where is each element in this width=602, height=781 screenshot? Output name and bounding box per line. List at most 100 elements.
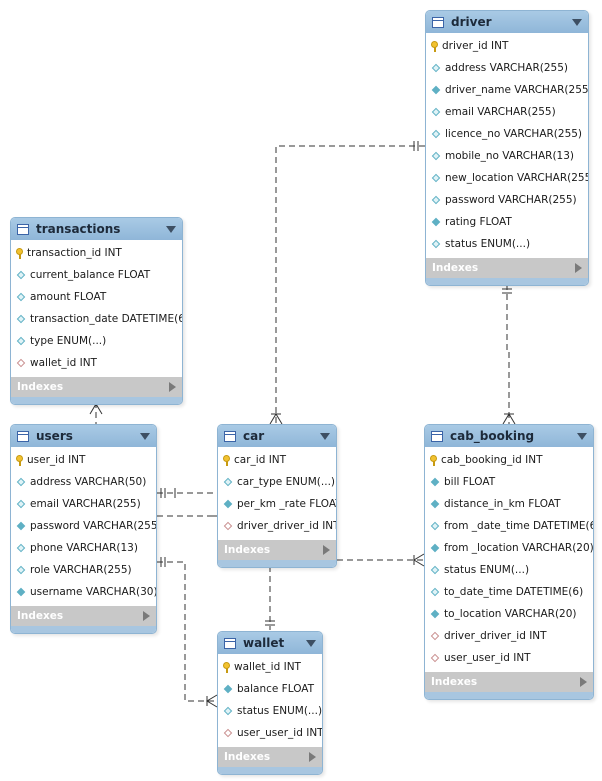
column-row[interactable]: from _location VARCHAR(20) (425, 537, 593, 559)
attribute-diamond-icon (431, 107, 441, 117)
expand-arrow-icon[interactable] (575, 263, 582, 273)
column-row[interactable]: transaction_date DATETIME(6) (11, 308, 182, 330)
indexes-bar[interactable]: Indexes (425, 672, 593, 692)
table-icon (17, 223, 29, 235)
table-header[interactable]: transactions (11, 218, 182, 240)
column-row[interactable]: distance_in_km FLOAT (425, 493, 593, 515)
column-row[interactable]: car_id INT (218, 449, 336, 471)
column-row[interactable]: address VARCHAR(255) (426, 57, 588, 79)
rel-driver-car (275, 145, 425, 424)
column-row[interactable]: user_id INT (11, 449, 156, 471)
column-text: email VARCHAR(255) (445, 106, 556, 118)
column-row[interactable]: status ENUM(...) (426, 233, 588, 255)
table-name: cab_booking (450, 429, 535, 443)
column-row[interactable]: new_location VARCHAR(255) (426, 167, 588, 189)
column-row[interactable]: car_type ENUM(...) (218, 471, 336, 493)
rel-users-wallet (157, 561, 217, 702)
column-row[interactable]: current_balance FLOAT (11, 264, 182, 286)
column-row[interactable]: licence_no VARCHAR(255) (426, 123, 588, 145)
column-row[interactable]: status ENUM(...) (218, 700, 322, 722)
collapse-arrow-icon[interactable] (572, 18, 582, 26)
table-car[interactable]: car car_id INT car_type ENUM(...) per_km _… (217, 424, 337, 568)
column-row[interactable]: email VARCHAR(255) (11, 493, 156, 515)
column-row[interactable]: to_location VARCHAR(20) (425, 603, 593, 625)
collapse-arrow-icon[interactable] (166, 225, 176, 233)
column-row[interactable]: cab_booking_id INT (425, 449, 593, 471)
primary-key-icon (16, 247, 23, 259)
column-row[interactable]: from _date_time DATETIME(6) (425, 515, 593, 537)
column-text: distance_in_km FLOAT (444, 498, 561, 510)
column-row[interactable]: type ENUM(...) (11, 330, 182, 352)
attribute-diamond-icon (430, 565, 440, 575)
table-icon (17, 430, 29, 442)
column-text: user_user_id INT (444, 652, 531, 664)
not-null-diamond-icon (431, 217, 441, 227)
collapse-arrow-icon[interactable] (577, 432, 587, 440)
column-row[interactable]: mobile_no VARCHAR(13) (426, 145, 588, 167)
column-row[interactable]: rating FLOAT (426, 211, 588, 233)
expand-arrow-icon[interactable] (323, 545, 330, 555)
indexes-label: Indexes (224, 751, 271, 763)
column-row[interactable]: amount FLOAT (11, 286, 182, 308)
indexes-label: Indexes (431, 676, 478, 688)
expand-arrow-icon[interactable] (580, 677, 587, 687)
indexes-bar[interactable]: Indexes (218, 540, 336, 560)
expand-arrow-icon[interactable] (309, 752, 316, 762)
column-row[interactable]: phone VARCHAR(13) (11, 537, 156, 559)
table-footer (218, 767, 322, 774)
indexes-bar[interactable]: Indexes (11, 606, 156, 626)
column-row[interactable]: to_date_time DATETIME(6) (425, 581, 593, 603)
collapse-arrow-icon[interactable] (320, 432, 330, 440)
column-row[interactable]: status ENUM(...) (425, 559, 593, 581)
table-header[interactable]: wallet (218, 632, 322, 654)
column-text: wallet_id INT (234, 661, 301, 673)
attribute-diamond-icon (431, 239, 441, 249)
column-text: driver_id INT (442, 40, 509, 52)
column-text: car_type ENUM(...) (237, 476, 336, 488)
table-icon (432, 16, 444, 28)
collapse-arrow-icon[interactable] (140, 432, 150, 440)
column-row[interactable]: driver_name VARCHAR(255) (426, 79, 588, 101)
column-row[interactable]: transaction_id INT (11, 242, 182, 264)
collapse-arrow-icon[interactable] (306, 639, 316, 647)
foreign-key-diamond-icon (16, 358, 26, 368)
column-row[interactable]: user_user_id INT (218, 722, 322, 744)
column-text: transaction_date DATETIME(6) (30, 313, 183, 325)
column-row[interactable]: driver_driver_id INT (425, 625, 593, 647)
column-row[interactable]: wallet_id INT (218, 656, 322, 678)
column-row[interactable]: user_user_id INT (425, 647, 593, 669)
column-row[interactable]: email VARCHAR(255) (426, 101, 588, 123)
not-null-diamond-icon (223, 684, 233, 694)
column-row[interactable]: wallet_id INT (11, 352, 182, 374)
column-row[interactable]: username VARCHAR(30) (11, 581, 156, 603)
indexes-bar[interactable]: Indexes (426, 258, 588, 278)
indexes-bar[interactable]: Indexes (218, 747, 322, 767)
attribute-diamond-icon (431, 129, 441, 139)
table-header[interactable]: users (11, 425, 156, 447)
column-row[interactable]: password VARCHAR(255) (426, 189, 588, 211)
expand-arrow-icon[interactable] (143, 611, 150, 621)
table-header[interactable]: car (218, 425, 336, 447)
column-row[interactable]: bill FLOAT (425, 471, 593, 493)
column-text: username VARCHAR(30) (30, 586, 157, 598)
table-driver[interactable]: driver driver_id INT address VARCHAR(255)… (425, 10, 589, 286)
column-row[interactable]: driver_driver_id INT (218, 515, 336, 537)
column-row[interactable]: balance FLOAT (218, 678, 322, 700)
table-header[interactable]: driver (426, 11, 588, 33)
column-row[interactable]: address VARCHAR(50) (11, 471, 156, 493)
attribute-diamond-icon (16, 543, 26, 553)
column-row[interactable]: password VARCHAR(255) (11, 515, 156, 537)
column-row[interactable]: role VARCHAR(255) (11, 559, 156, 581)
expand-arrow-icon[interactable] (169, 382, 176, 392)
indexes-bar[interactable]: Indexes (11, 377, 182, 397)
column-row[interactable]: driver_id INT (426, 35, 588, 57)
column-row[interactable]: per_km _rate FLOAT (218, 493, 336, 515)
table-header[interactable]: cab_booking (425, 425, 593, 447)
